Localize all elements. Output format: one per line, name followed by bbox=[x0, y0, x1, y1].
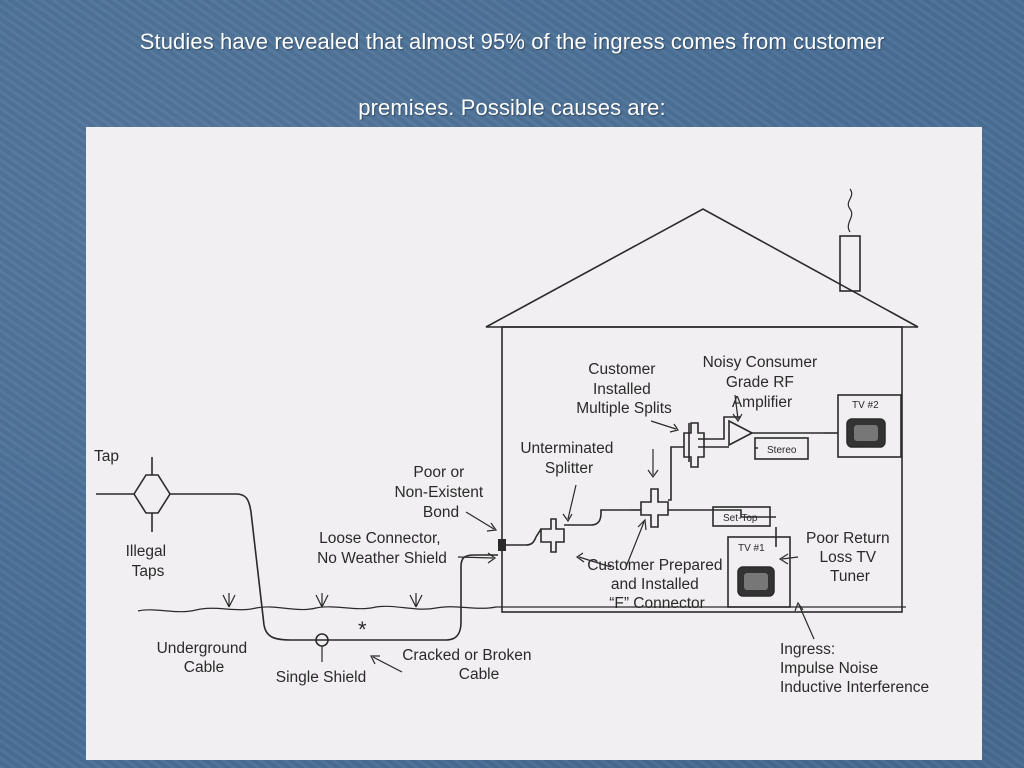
house-wiring bbox=[506, 416, 824, 547]
rf-amplifier bbox=[728, 419, 754, 447]
label-tap: Tap bbox=[94, 448, 119, 465]
slide-title-line-2: premises. Possible causes are: bbox=[358, 95, 666, 120]
label-single-shield: Single Shield bbox=[276, 669, 366, 686]
tv1: TV #1 bbox=[727, 536, 791, 608]
slide-title-line-1: Studies have revealed that almost 95% of… bbox=[139, 29, 885, 54]
ground-block bbox=[498, 539, 506, 551]
set-top-box: Set-Top bbox=[712, 506, 771, 527]
label-customer-splits: Customer Installed Multiple Splits bbox=[576, 361, 672, 417]
customer-splitter bbox=[640, 488, 669, 528]
multiple-splits-splitter bbox=[683, 422, 705, 468]
cracked-cable-marker: * bbox=[358, 617, 367, 642]
callout-arrows bbox=[370, 394, 815, 673]
tv2: TV #2 bbox=[837, 394, 902, 458]
stereo-label: Stereo bbox=[767, 445, 797, 456]
house-roof bbox=[485, 208, 919, 328]
label-poor-bond: Poor or Non-Existent Bond bbox=[394, 464, 487, 521]
drop-cable bbox=[170, 493, 498, 641]
ingress-diagram: * TV #2 Stereo Set-Top bbox=[86, 127, 982, 760]
label-cracked-cable: Cracked or Broken Cable bbox=[402, 647, 536, 683]
label-illegal-taps: Illegal Taps bbox=[126, 543, 171, 580]
chimney-smoke bbox=[847, 188, 853, 233]
tap-hexagon bbox=[96, 457, 171, 532]
label-customer-f-connector: Customer Prepared and Installed “F” Conn… bbox=[587, 557, 727, 612]
label-loose-connector: Loose Connector, No Weather Shield bbox=[317, 530, 447, 567]
label-noisy-amplifier: Noisy Consumer Grade RF Amplifier bbox=[703, 354, 822, 411]
tv2-label: TV #2 bbox=[852, 400, 879, 411]
chimney bbox=[839, 235, 861, 292]
grass-tufts bbox=[222, 593, 423, 608]
label-poor-return-loss: Poor Return Loss TV Tuner bbox=[806, 530, 894, 585]
tv1-label: TV #1 bbox=[738, 543, 765, 554]
unterminated-splitter bbox=[540, 518, 565, 553]
ground-line bbox=[137, 605, 906, 613]
set-top-label: Set-Top bbox=[723, 513, 758, 524]
label-unterminated-splitter: Unterminated Splitter bbox=[520, 440, 617, 477]
ingress-diagram-svg: * TV #2 Stereo Set-Top bbox=[94, 188, 929, 696]
label-underground-cable: Underground Cable bbox=[157, 640, 252, 676]
house-walls bbox=[501, 326, 903, 613]
label-ingress: Ingress: Impulse Noise Inductive Interfe… bbox=[780, 641, 929, 696]
stereo: Stereo bbox=[754, 437, 809, 460]
house bbox=[485, 188, 919, 613]
